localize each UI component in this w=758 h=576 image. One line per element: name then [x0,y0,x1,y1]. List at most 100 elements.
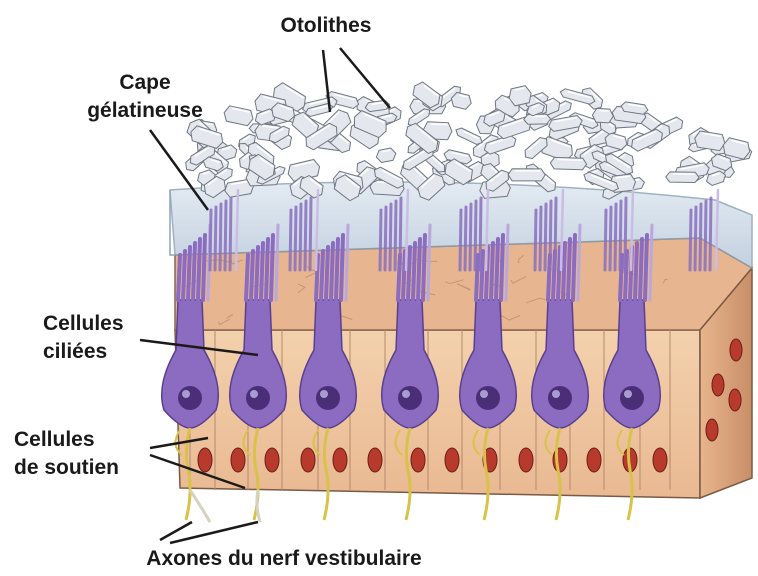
otolith-crystal [222,105,254,127]
stereocilium-back [610,207,611,270]
support-cell-nucleus-side [730,339,742,361]
leader-axones-2 [170,522,258,543]
stereocilium [635,243,637,300]
support-cell-nucleus [519,448,533,472]
support-cell-nucleus [265,448,279,472]
stereocilium-back [290,210,291,270]
label-cape-line1: Cape [119,71,170,94]
stereocilium [256,247,258,300]
stereocilium [501,235,503,300]
hair-cell-nucleolus [624,390,632,398]
stereocilium [178,255,180,300]
hair-cell-nucleus [476,386,500,410]
otolith-crystal [666,172,699,183]
stereocilium-back [620,201,621,270]
stereocilium-back [295,207,296,270]
stereocilium-back [700,204,701,270]
stereocilium-back [465,207,466,270]
stereocilium-back [545,204,546,270]
stereocilium [645,235,647,300]
stereocilium-back [230,198,231,270]
support-cell-nucleus [333,448,347,472]
stereocilium-back [480,198,481,270]
label-otolithes: Otolithes [280,14,371,37]
stereocilium-back [605,210,606,270]
leader-axones-1 [160,522,192,540]
label-cellules-soutien-line2: de soutien [14,456,119,479]
stereocilium-back [310,198,311,270]
stereocilium [203,235,205,300]
otolith-face [222,105,254,127]
otolith-highlight [430,124,447,125]
stereocilium-back [475,201,476,270]
support-cell-nucleus-side [729,389,741,411]
label-cellules-soutien-line1: Cellules [14,428,95,451]
stereocilium [413,243,415,300]
otolith-highlight [557,159,581,160]
stereocilium-back [400,198,401,270]
label-cellules-ciliees-line1: Cellules [43,312,124,335]
stereocilium [640,239,642,300]
stereocilium [491,243,493,300]
stereocilium [558,247,560,300]
hair-cell-nucleus [178,386,202,410]
stereocilium [198,239,200,300]
label-cellules-ciliees-line2: ciliées [43,340,107,363]
stereocilium [266,239,268,300]
hair-cell-nucleolus [250,390,258,398]
hair-cell-nucleus [398,386,422,410]
kinocilium [506,225,508,300]
stereocilium-back [690,210,691,270]
stereocilium [326,247,328,300]
support-cell-nucleus [445,448,459,472]
stereocilium [321,251,323,300]
hair-cell-nucleus [246,386,270,410]
support-cell-nucleus [231,448,245,472]
stereocilium [418,239,420,300]
hair-cell-nucleolus [480,390,488,398]
axon-tail [190,490,260,522]
stereocilium [408,247,410,300]
stereocilium-back [695,207,696,270]
stereocilium [496,239,498,300]
stereocilium-back [220,204,221,270]
stereocilium-back [305,201,306,270]
label-axones: Axones du nerf vestibulaire [146,547,421,570]
hair-cell-nucleolus [320,390,328,398]
stereocilium-back [540,207,541,270]
otolith-face [629,127,665,152]
hair-cell-nucleolus [552,390,560,398]
stereocilium-back [555,198,556,270]
stereocilium-back [550,201,551,270]
stereocilium-back [225,201,226,270]
stereocilium-back [300,204,301,270]
stereocilium [193,243,195,300]
otolith-crystal [508,169,545,181]
stereocilium-back [215,207,216,270]
hair-cell-nucleus [548,386,572,410]
hair-cell-nucleus [620,386,644,410]
stereocilium-back [390,204,391,270]
label-cape-line2: gélatineuse [87,99,203,122]
stereocilium-back [710,198,711,270]
stereocilium [423,235,425,300]
support-cell-nucleus [411,448,425,472]
hair-cell-nucleolus [182,390,190,398]
support-cell-nucleus [368,448,382,472]
stereocilium [341,235,343,300]
otolith-crystal [629,127,665,152]
stereocilium [251,251,253,300]
otolith-crystal [592,108,614,123]
stereocilium [403,251,405,300]
stereocilium-back [385,207,386,270]
stereocilium [336,239,338,300]
stereocilium-back [615,204,616,270]
otolith-crystal [375,147,397,163]
otolith-highlight [600,110,609,111]
stereocilium [563,243,565,300]
stereocilium [183,251,185,300]
stereocilium [246,255,248,300]
otolith-face [375,147,397,163]
stereocilium-back [625,198,626,270]
